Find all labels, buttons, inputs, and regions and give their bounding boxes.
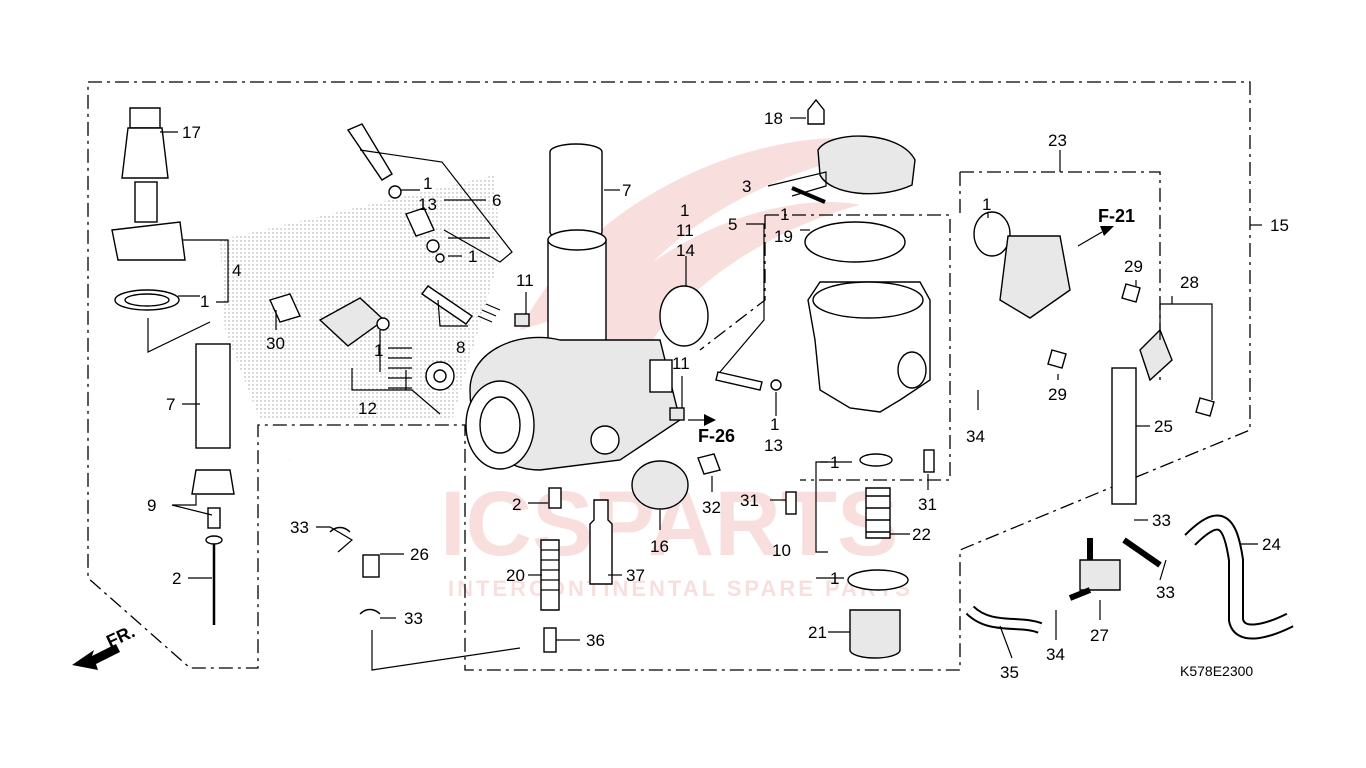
callout-21: 21 bbox=[808, 623, 827, 642]
callout-33: 33 bbox=[1156, 583, 1175, 602]
callout-2: 2 bbox=[172, 569, 181, 588]
callout-1: 1 bbox=[680, 201, 689, 220]
callout-9: 9 bbox=[147, 496, 156, 515]
callout-11: 11 bbox=[672, 354, 690, 373]
leader-lines bbox=[147, 117, 1262, 671]
callout-26: 26 bbox=[410, 545, 429, 564]
parts bbox=[111, 98, 1294, 659]
callout-18: 18 bbox=[764, 109, 783, 128]
callout-28: 28 bbox=[1180, 273, 1199, 292]
callout-13: 13 bbox=[418, 195, 437, 214]
watermark-tagline: INTERCONTINENTAL SPARE PARTS bbox=[448, 576, 913, 601]
group-boundaries bbox=[87, 81, 1251, 671]
callout-1: 1 bbox=[830, 569, 839, 588]
callout-27: 27 bbox=[1090, 626, 1109, 645]
callout-1: 1 bbox=[200, 292, 209, 311]
callout-19: 19 bbox=[774, 227, 793, 246]
front-direction-indicator: FR. bbox=[72, 621, 138, 670]
callout-31: 31 bbox=[740, 491, 759, 510]
callout-14: 14 bbox=[676, 241, 695, 260]
direction-label: FR. bbox=[103, 621, 138, 651]
drawing-code: K578E2300 bbox=[1180, 663, 1253, 679]
callout-4: 4 bbox=[232, 261, 241, 280]
callout-33: 33 bbox=[1152, 511, 1171, 530]
ref-label-f21: F-21 bbox=[1098, 206, 1135, 226]
callout-32: 32 bbox=[702, 498, 721, 517]
callout-33: 33 bbox=[404, 609, 423, 628]
callout-1: 1 bbox=[468, 247, 477, 266]
callouts: 17 4 1 7 9 2 1 13 6 1 30 1 12 8 7 1 11 1… bbox=[147, 109, 1289, 682]
callout-12: 12 bbox=[358, 399, 377, 418]
callout-5: 5 bbox=[728, 215, 737, 234]
callout-6: 6 bbox=[492, 191, 501, 210]
callout-34: 34 bbox=[1046, 645, 1065, 664]
callout-35: 35 bbox=[1000, 663, 1019, 682]
callout-1: 1 bbox=[780, 205, 789, 224]
callout-34: 34 bbox=[966, 427, 985, 446]
callout-17: 17 bbox=[182, 123, 201, 142]
callout-33: 33 bbox=[290, 518, 309, 537]
callout-10: 10 bbox=[772, 541, 791, 560]
callout-29: 29 bbox=[1048, 385, 1067, 404]
callout-2: 2 bbox=[512, 495, 521, 514]
callout-3: 3 bbox=[742, 177, 751, 196]
callout-25: 25 bbox=[1154, 417, 1173, 436]
callout-23: 23 bbox=[1048, 131, 1067, 150]
callout-1: 1 bbox=[423, 174, 432, 193]
callout-36: 36 bbox=[586, 631, 605, 650]
callout-20: 20 bbox=[506, 566, 525, 585]
callout-15: 15 bbox=[1270, 216, 1289, 235]
callout-1: 1 bbox=[982, 195, 991, 214]
callout-1: 1 bbox=[770, 415, 779, 434]
callout-7: 7 bbox=[166, 395, 175, 414]
callout-7: 7 bbox=[622, 181, 631, 200]
callout-29: 29 bbox=[1124, 257, 1143, 276]
callout-31: 31 bbox=[918, 495, 937, 514]
callout-8: 8 bbox=[456, 338, 465, 357]
callout-24: 24 bbox=[1262, 535, 1281, 554]
callout-11: 11 bbox=[516, 271, 534, 290]
callout-11: 11 bbox=[676, 221, 694, 240]
callout-37: 37 bbox=[626, 566, 645, 585]
callout-22: 22 bbox=[912, 525, 931, 544]
callout-16: 16 bbox=[650, 537, 669, 556]
callout-30: 30 bbox=[266, 334, 285, 353]
callout-1: 1 bbox=[374, 341, 383, 360]
ref-label-f26: F-26 bbox=[698, 426, 735, 446]
watermark: ICSPARTS INTERCONTINENTAL SPARE PARTS bbox=[440, 138, 913, 601]
callout-13: 13 bbox=[764, 436, 783, 455]
callout-1: 1 bbox=[830, 453, 839, 472]
